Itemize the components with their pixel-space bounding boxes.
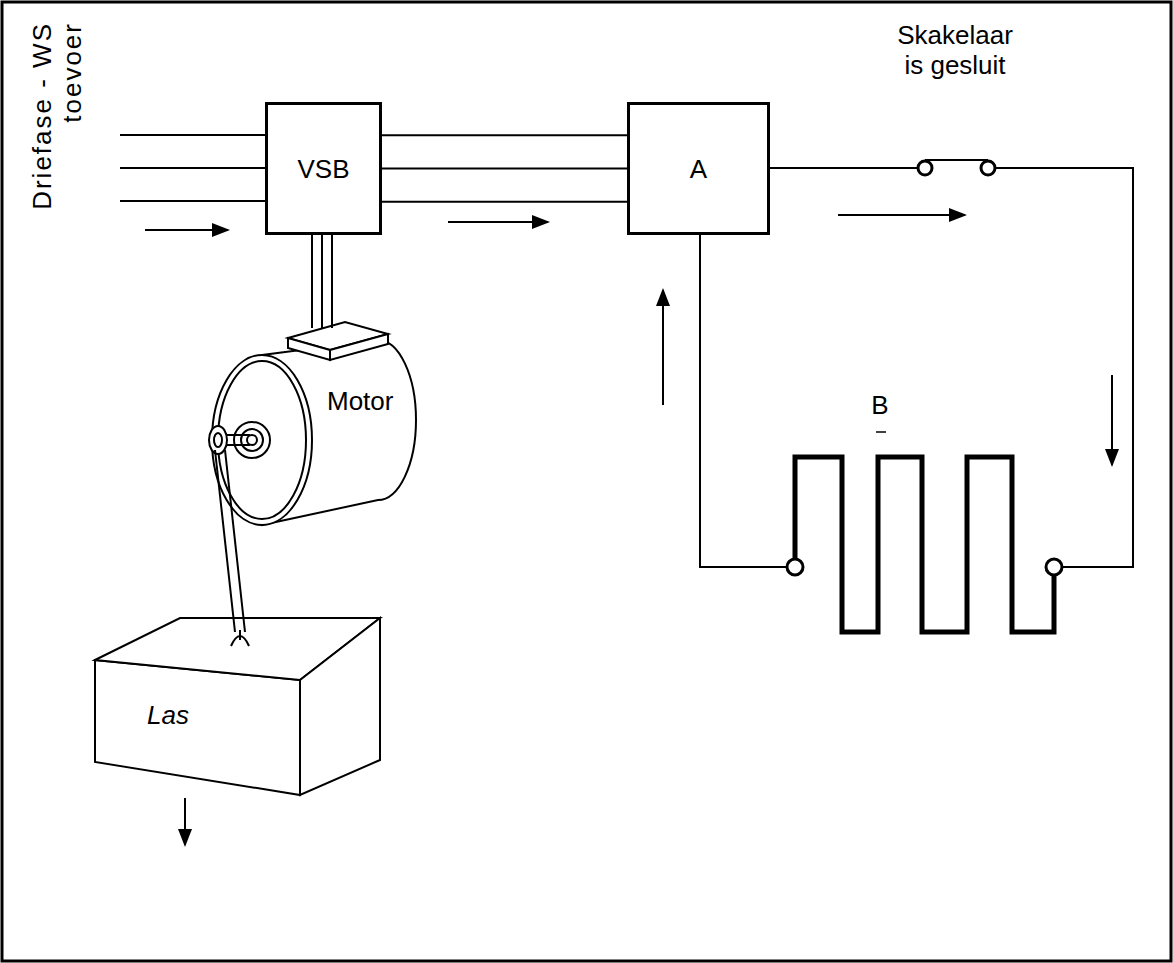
node-text: A	[690, 154, 707, 184]
label-dash	[876, 431, 886, 433]
switch-terminal	[981, 161, 995, 175]
wire-connector	[215, 450, 245, 632]
flow-arrow	[145, 229, 228, 231]
wire-connector	[382, 135, 627, 202]
wire-strand	[225, 450, 245, 632]
wire-strand	[331, 235, 333, 328]
circuit-wires	[700, 168, 1133, 567]
pulley-hub	[214, 433, 222, 447]
motor-figure	[209, 322, 416, 525]
wire-connector	[312, 235, 332, 328]
supply-wire	[120, 134, 265, 136]
heating-element	[787, 432, 1062, 632]
flow-arrow	[1111, 375, 1113, 465]
cube-side	[300, 618, 380, 795]
switch-terminal	[918, 161, 932, 175]
node-text: Las	[147, 700, 189, 730]
motor-node: Motor	[205, 322, 420, 530]
switch-contact	[925, 159, 988, 161]
supply-wire	[120, 167, 265, 169]
terminal-box-front	[288, 338, 330, 360]
element-terminal	[787, 559, 803, 575]
switch-label: Skakelaar is gesluit	[890, 20, 1020, 80]
wire	[700, 235, 787, 567]
wire	[770, 167, 918, 169]
node-text: VSB	[297, 154, 349, 184]
flow-arrow	[448, 221, 548, 223]
node-text: Motor	[327, 386, 393, 416]
converter-box: VSB	[265, 102, 382, 235]
shaft-ring	[247, 435, 257, 445]
wire-strand	[321, 235, 323, 328]
flow-arrow	[184, 798, 186, 845]
flow-arrow	[838, 214, 965, 216]
element-coil	[795, 457, 1054, 632]
load-cube	[95, 618, 380, 795]
switch-symbol	[918, 160, 995, 175]
control-box: A	[627, 102, 770, 235]
element-terminal	[1046, 559, 1062, 575]
supply-wires	[120, 135, 265, 201]
supply-label: Driefase - WS toevoer	[27, 12, 87, 252]
wire-strand	[382, 201, 627, 203]
flow-arrow	[662, 290, 664, 405]
hook-stem	[239, 630, 241, 640]
element-label: B	[860, 390, 900, 420]
cube-front	[95, 660, 300, 795]
wire-strand	[382, 134, 627, 136]
shaft-ring	[234, 422, 270, 458]
wire-strand	[382, 168, 627, 170]
wire	[995, 168, 1133, 567]
terminal-box-side	[330, 334, 388, 360]
load-node: Las	[95, 618, 380, 795]
motor-face-rim	[218, 361, 306, 519]
shaft-ring	[241, 429, 263, 451]
pulley	[209, 426, 227, 454]
supply-wire	[120, 200, 265, 202]
wire-strand	[311, 235, 313, 328]
wire-strand	[215, 450, 235, 632]
